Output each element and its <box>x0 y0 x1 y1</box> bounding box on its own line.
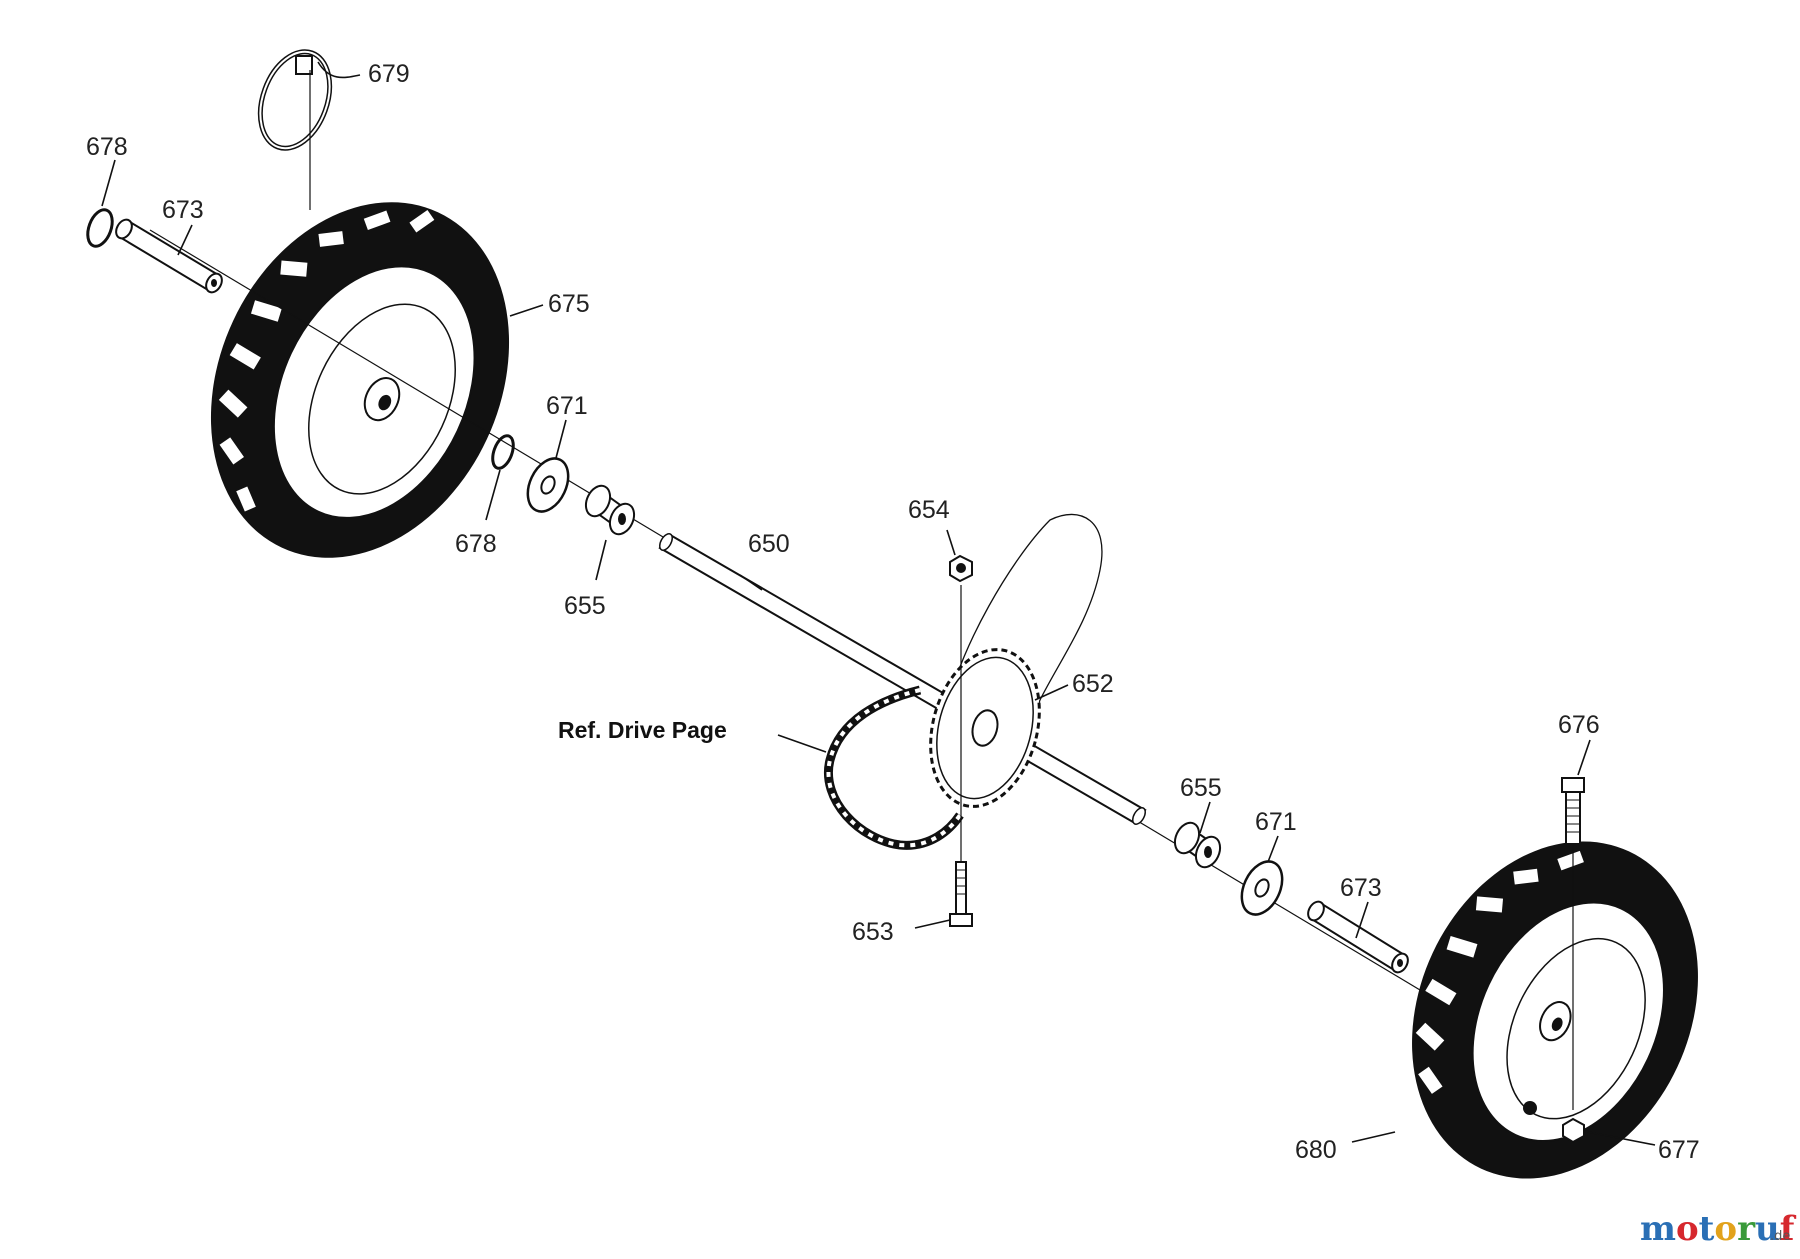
label-652: 652 <box>1072 670 1114 698</box>
part-labels: 679 678 673 675 671 678 655 650 654 652 … <box>86 60 1700 1164</box>
label-671-right: 671 <box>1255 808 1297 836</box>
leader-lines <box>101 61 1656 1146</box>
washer-671-right <box>1240 860 1284 916</box>
wm-letter-1: o <box>1676 1209 1699 1249</box>
bolt-653 <box>949 861 973 927</box>
drive-chain <box>824 685 964 850</box>
bushing-655-left <box>584 484 636 536</box>
label-676: 676 <box>1558 711 1600 739</box>
spacer-673-right <box>1307 900 1409 974</box>
hex-nut <box>949 554 973 880</box>
watermark-text: motoruf <box>1640 1209 1797 1249</box>
label-653: 653 <box>852 918 894 946</box>
washer-671-left <box>526 457 570 513</box>
spacer-673-left <box>115 218 223 294</box>
label-655-right: 655 <box>1180 774 1222 802</box>
wheel-lower-right <box>1412 841 1698 1179</box>
label-680: 680 <box>1295 1136 1337 1164</box>
wm-letter-3: o <box>1714 1209 1737 1249</box>
wheel-upper-left <box>210 202 510 558</box>
watermark-suffix: .de <box>1770 1229 1790 1244</box>
label-650: 650 <box>748 530 790 558</box>
wm-letter-2: t <box>1699 1209 1715 1249</box>
bushing-655-right <box>1173 821 1222 869</box>
label-679: 679 <box>368 60 410 88</box>
label-673-left: 673 <box>162 196 204 224</box>
label-ref-drive-page: Ref. Drive Page <box>558 717 727 743</box>
label-671-left: 671 <box>546 392 588 420</box>
wm-letter-4: r <box>1737 1209 1756 1249</box>
hairpin-clip <box>257 49 333 210</box>
label-678-middle: 678 <box>455 530 497 558</box>
label-678-left: 678 <box>86 133 128 161</box>
clip-678-middle <box>491 434 515 470</box>
bolt-676 <box>1561 777 1585 1144</box>
label-654: 654 <box>908 496 950 524</box>
label-677: 677 <box>1658 1136 1700 1164</box>
clip-678-left <box>86 208 114 248</box>
label-675: 675 <box>548 290 590 318</box>
label-655-left: 655 <box>564 592 606 620</box>
wm-letter-0: m <box>1640 1209 1676 1249</box>
wm-letter-6: f <box>1780 1209 1797 1249</box>
sprocket <box>929 648 1041 808</box>
label-673-right: 673 <box>1340 874 1382 902</box>
wm-letter-5: u <box>1755 1209 1780 1249</box>
watermark-logo: motoruf .de <box>1640 1209 1797 1249</box>
